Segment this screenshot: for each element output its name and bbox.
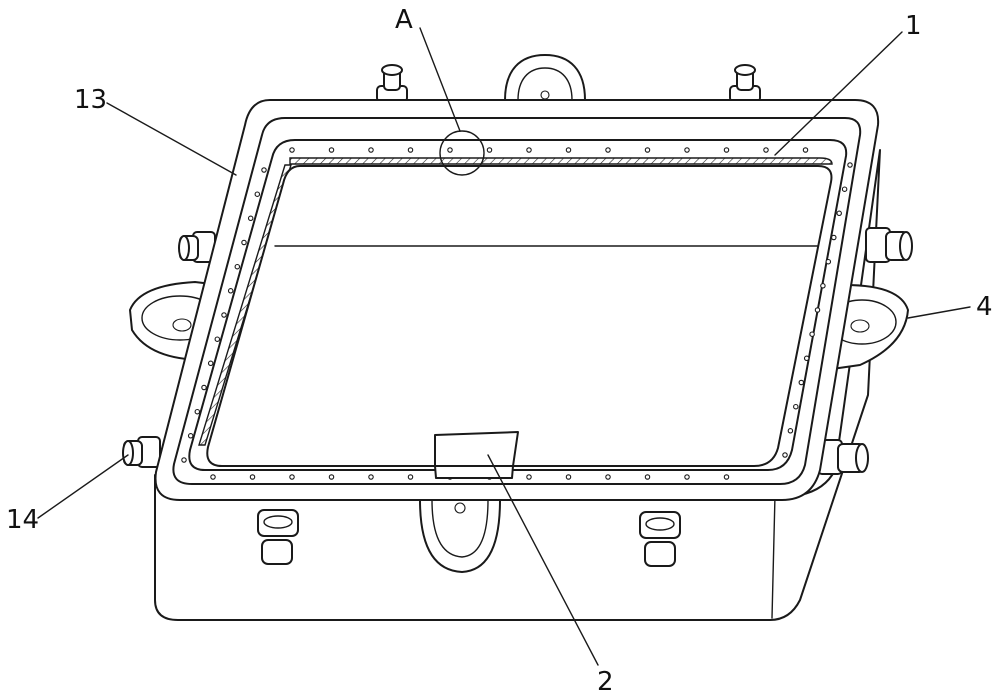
frame-hole	[486, 147, 493, 153]
label-1: 1	[905, 11, 922, 41]
label-4: 4	[976, 292, 993, 322]
frame-hole	[210, 474, 216, 480]
box-edge	[771, 494, 776, 619]
frame-hole	[802, 147, 809, 153]
frame-hole	[407, 474, 414, 480]
frame-hole	[234, 263, 241, 270]
bolt-back-right	[729, 64, 761, 103]
frame-hole	[684, 474, 690, 480]
frame-hole	[407, 147, 414, 153]
frame-hole	[526, 147, 532, 153]
frame-hole	[328, 474, 335, 480]
frame-hole	[836, 210, 842, 217]
bolt-front-left	[257, 509, 299, 565]
bolt-right-lower	[817, 439, 869, 475]
frame-hole	[526, 474, 532, 480]
frame-hole	[787, 428, 794, 434]
bolt-right-upper	[865, 227, 913, 263]
frame-hole	[221, 312, 227, 318]
frame-hole	[565, 147, 572, 153]
frame-hole	[605, 474, 611, 480]
frame-hole	[723, 147, 730, 153]
bolt-left-upper	[178, 231, 216, 263]
label-14: 14	[6, 505, 39, 535]
frame-hole	[814, 307, 821, 313]
frame-hole	[684, 147, 690, 153]
box-body	[154, 149, 881, 621]
frame-hole	[820, 283, 826, 289]
handle-ring-back	[504, 54, 586, 101]
frame-hole	[201, 384, 207, 391]
bolt-left-lower	[122, 436, 161, 468]
frame-hole	[368, 147, 374, 153]
frame-hole	[207, 360, 214, 367]
leader-a	[419, 27, 461, 132]
label-13: 13	[74, 85, 107, 115]
tab-part-2	[434, 431, 519, 479]
leader-14	[37, 454, 129, 519]
frame-hole	[187, 433, 194, 439]
frame-hole	[368, 474, 374, 480]
frame-hole	[723, 474, 730, 480]
frame-hole	[261, 167, 267, 173]
bolt-back-left	[376, 64, 408, 103]
frame-hole	[565, 474, 572, 480]
frame-hole	[825, 258, 832, 265]
frame-hole	[847, 162, 853, 168]
frame-hole	[254, 191, 261, 197]
frame-hole	[644, 147, 651, 153]
frame-groove	[188, 139, 848, 471]
frame-hole	[249, 474, 256, 480]
bolt-front-right	[639, 511, 681, 567]
frame-hole	[247, 215, 254, 222]
frame-hole	[194, 408, 201, 415]
frame-hole	[289, 474, 295, 480]
frame-hole	[782, 452, 788, 458]
frame-hole	[763, 147, 769, 153]
seal-strip-top	[289, 157, 833, 165]
frame-hole	[214, 336, 221, 342]
leader-4	[907, 306, 971, 319]
frame-hole	[447, 147, 453, 153]
handle-ring-front	[419, 499, 501, 573]
frame-hole	[841, 186, 848, 192]
label-a: A	[395, 5, 413, 35]
frame-hole	[798, 379, 805, 386]
leader-13	[106, 102, 237, 176]
leader-1	[774, 31, 903, 156]
frame-hole	[227, 288, 234, 294]
frame-hole	[181, 457, 187, 463]
frame-hole	[793, 403, 799, 410]
frame-hole	[809, 331, 815, 337]
frame-hole	[831, 234, 837, 241]
frame-hole	[289, 147, 295, 153]
frame-hole	[644, 474, 651, 480]
frame-inner-rim	[172, 117, 862, 485]
detail-circle-a	[439, 130, 485, 176]
frame-hole	[605, 147, 611, 153]
frame-hole	[241, 239, 247, 246]
label-2: 2	[597, 667, 614, 697]
leader-2	[487, 454, 599, 666]
frame-opening	[206, 165, 833, 467]
frame-hole	[328, 147, 335, 153]
frame-hole	[803, 355, 810, 362]
